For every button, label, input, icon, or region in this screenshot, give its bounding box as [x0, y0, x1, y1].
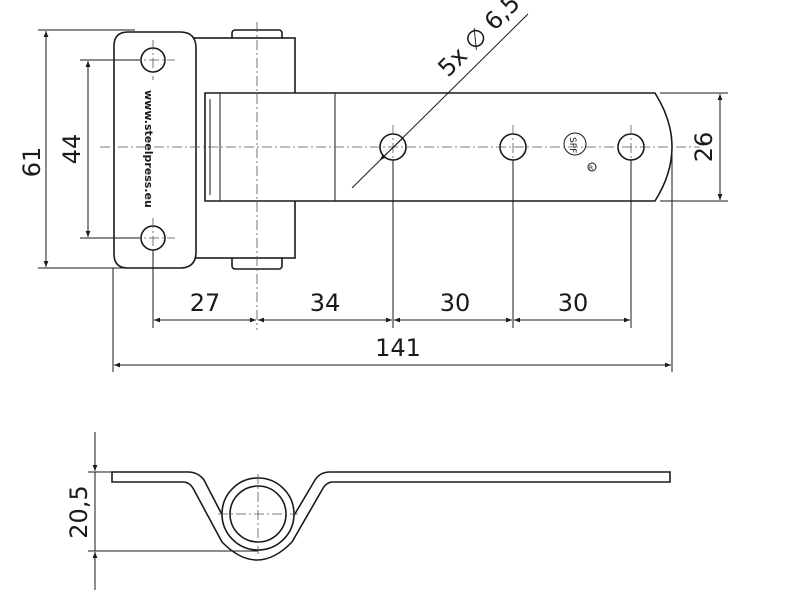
- left-leaf-plate: [113, 31, 197, 269]
- dim-44: 44: [58, 134, 86, 165]
- dim-30a: 30: [440, 289, 471, 317]
- dimension-lines: [43, 13, 723, 368]
- dim-26: 26: [690, 132, 718, 163]
- svg-text:SPF: SPF: [567, 137, 577, 153]
- side-view: 20,5: [65, 432, 671, 590]
- dim-61: 61: [18, 147, 46, 178]
- registered-mark: R: [589, 165, 593, 172]
- side-profile-outer: [111, 471, 671, 561]
- dim-20-5: 20,5: [65, 485, 93, 538]
- dim-34: 34: [310, 289, 341, 317]
- spf-logo: SPF R: [563, 132, 597, 172]
- dim-141: 141: [375, 334, 421, 362]
- dim-27: 27: [190, 289, 221, 317]
- brand-text: www.steelpress.eu: [142, 90, 155, 208]
- dim-30b: 30: [558, 289, 589, 317]
- dim-hole-callout: 5x ∅ 6,5: [432, 0, 525, 82]
- top-view: www.steelpress.eu SPF R: [100, 22, 700, 330]
- extension-lines: [38, 29, 728, 372]
